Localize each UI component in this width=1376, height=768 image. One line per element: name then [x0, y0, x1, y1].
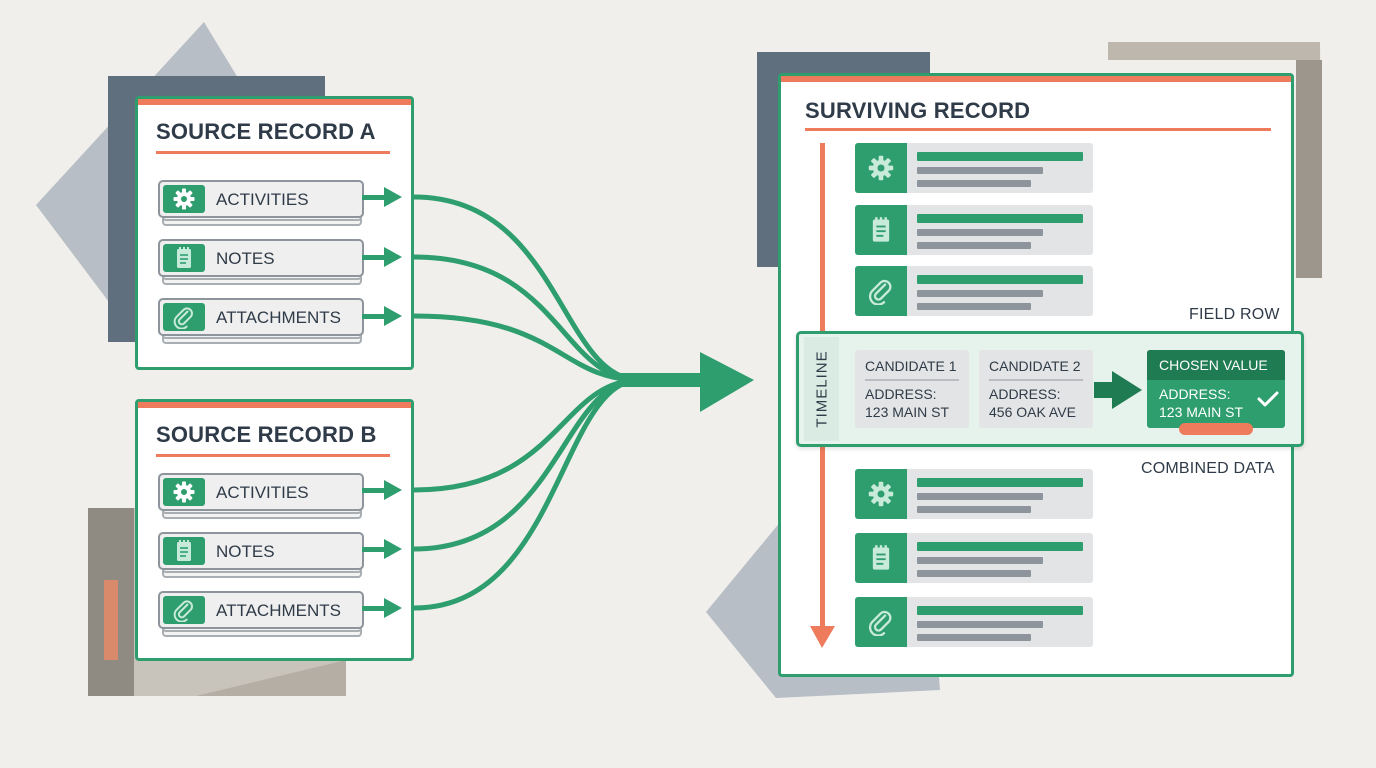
- item-label: NOTES: [216, 542, 275, 561]
- source-record-b-card: SOURCE RECORD B ACTIVITIES NOTES ATTACH: [135, 399, 414, 661]
- combined-attachments-row[interactable]: [855, 597, 1093, 647]
- candidate-2-value: ADDRESS:456 OAK AVE: [989, 386, 1076, 420]
- surviving-attachments-row[interactable]: [855, 266, 1093, 316]
- notepad-icon: [163, 244, 205, 272]
- card-accent-bar: [781, 76, 1291, 82]
- surviving-activities-row[interactable]: [855, 143, 1093, 193]
- candidate-1-card[interactable]: CANDIDATE 1 ADDRESS:123 MAIN ST: [855, 350, 969, 428]
- field-row-label: FIELD ROW: [1189, 306, 1280, 323]
- item-label: ACTIVITIES: [216, 190, 309, 209]
- paperclip-icon: [855, 597, 907, 647]
- item-label: ATTACHMENTS: [216, 308, 341, 327]
- card-accent-bar: [138, 99, 411, 105]
- title-underline: [805, 128, 1271, 131]
- source-b-attachments-item[interactable]: ATTACHMENTS: [158, 591, 364, 637]
- source-a-attachments-item[interactable]: ATTACHMENTS: [158, 298, 364, 344]
- chosen-value-title: CHOSEN VALUE: [1159, 357, 1268, 373]
- gear-icon: [855, 469, 907, 519]
- candidate-1-title: CANDIDATE 1: [865, 358, 957, 374]
- checkmark-icon: [1257, 391, 1279, 407]
- chosen-value-text: ADDRESS:123 MAIN ST: [1159, 386, 1244, 420]
- chosen-value-card[interactable]: CHOSEN VALUE ADDRESS:123 MAIN ST: [1147, 350, 1285, 435]
- surviving-notes-row[interactable]: [855, 205, 1093, 255]
- source-record-a-title: SOURCE RECORD A: [156, 119, 376, 144]
- source-b-notes-item[interactable]: NOTES: [158, 532, 364, 578]
- notepad-icon: [163, 537, 205, 565]
- paperclip-icon: [163, 303, 205, 331]
- title-underline: [156, 454, 390, 457]
- candidate-2-title: CANDIDATE 2: [989, 358, 1081, 374]
- item-label: ATTACHMENTS: [216, 601, 341, 620]
- source-b-activities-item[interactable]: ACTIVITIES: [158, 473, 364, 519]
- chosen-highlight-pill: [1179, 423, 1253, 435]
- source-record-b-title: SOURCE RECORD B: [156, 422, 377, 447]
- source-a-notes-item[interactable]: NOTES: [158, 239, 364, 285]
- item-label: NOTES: [216, 249, 275, 268]
- surviving-record-title: SURVIVING RECORD: [805, 98, 1031, 123]
- gear-icon: [163, 185, 205, 213]
- card-accent-bar: [138, 402, 411, 408]
- paperclip-icon: [855, 266, 907, 316]
- notepad-icon: [855, 205, 907, 255]
- title-underline: [156, 151, 390, 154]
- source-a-activities-item[interactable]: ACTIVITIES: [158, 180, 364, 226]
- candidate-2-card[interactable]: CANDIDATE 2 ADDRESS:456 OAK AVE: [979, 350, 1093, 428]
- gear-icon: [855, 143, 907, 193]
- paperclip-icon: [163, 596, 205, 624]
- combined-notes-row[interactable]: [855, 533, 1093, 583]
- gear-icon: [163, 478, 205, 506]
- combined-data-label: COMBINED DATA: [1141, 460, 1275, 477]
- source-record-a-card: SOURCE RECORD A ACTIVITIES NOTES ATTACH: [135, 96, 414, 370]
- item-label: ACTIVITIES: [216, 483, 309, 502]
- candidate-1-value: ADDRESS:123 MAIN ST: [865, 386, 950, 420]
- combined-activities-row[interactable]: [855, 469, 1093, 519]
- notepad-icon: [855, 533, 907, 583]
